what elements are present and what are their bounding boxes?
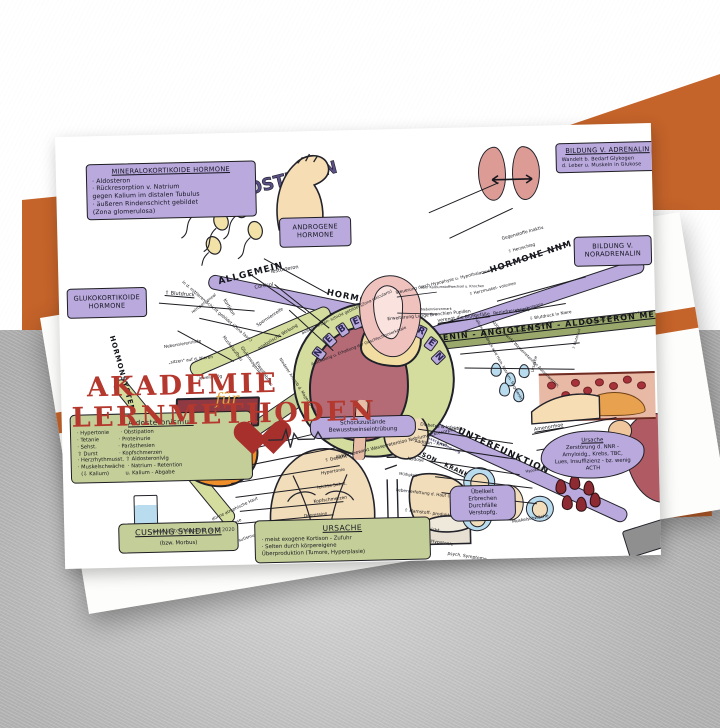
twig-label-retroperitoneal: jeweils 10g	[198, 373, 223, 381]
pill-uebelkeit: Übelkeit Erbrechen Durchfälle Verstopfg.	[449, 484, 517, 522]
box-ursache-cushing: URSACHE · meist exogene Kortison - Zufuh…	[254, 516, 432, 564]
envelope-flap-left	[22, 196, 62, 330]
box-cushing: CUSHING SYNDROM (bzw. Morbus)	[118, 520, 239, 555]
box-bildung-noradrenalin-title: BILDUNG V. NORADRENALIN	[584, 241, 642, 259]
flexed-arm-illustration	[276, 153, 330, 232]
sketchnote-card[interactable]: HORMONE NNR HORMONE NNM ALLGEMEIN HORMON…	[54, 123, 662, 569]
lung-expansion-arrow	[491, 174, 533, 185]
twig-label-herzschlag: Gegenstoffe Inaktiv.	[501, 225, 546, 242]
box-mineralokortikoide: MINERALOKORTIKOIDE HORMONE · Aldosteron …	[85, 160, 257, 221]
box-cushing-item-0: (bzw. Morbus)	[159, 540, 198, 548]
bp-cuff	[621, 516, 662, 559]
pill-schockzustaende: Schockzustände Bewusstseinseintrübung	[309, 414, 417, 440]
box-bildung-adrenalin: BILDUNG V. ADRENALIN Wandelt b. Bedarf G…	[555, 140, 660, 174]
box-glukokortikoide-title: GLUKOKORTIKOIDE HORMONE	[73, 293, 141, 311]
organ-callout-lines	[396, 291, 438, 315]
lungs-illustration	[475, 144, 546, 206]
box-androgene-title: ANDROGENE HORMONE	[292, 222, 338, 240]
box-bildung-noradrenalin: BILDUNG V. NORADRENALIN	[573, 235, 653, 267]
sketchnote-sheet: HORMONE NNR HORMONE NNM ALLGEMEIN HORMON…	[55, 123, 662, 569]
box-bildung-adrenalin-title: BILDUNG V. ADRENALIN	[565, 145, 650, 156]
box-glukokortikoide: GLUKOKORTIKOIDE HORMONE	[66, 286, 148, 319]
arm-with-cuff-illustration	[530, 393, 601, 425]
branch-label-hormonsystem: HORMONSYSTEM	[107, 334, 137, 414]
reproductive-organ-illustration: über Kalziumstoffwechsel u. Knochen Nebe…	[348, 268, 662, 504]
box-bildung-adrenalin-item-1: d. Leber u. Muskeln in Glukose	[561, 161, 642, 170]
box-androgene: ANDROGENE HORMONE	[278, 216, 352, 248]
twig-label-sitzen-nieren: Nebennierenrinde	[163, 338, 202, 350]
box-aldosteronismus: Aldosteronismus · Hypertonie · Obstipati…	[69, 410, 254, 484]
